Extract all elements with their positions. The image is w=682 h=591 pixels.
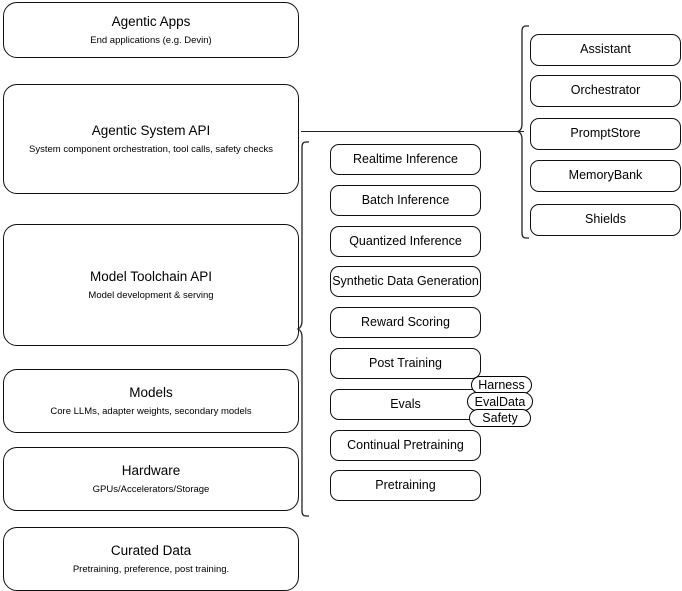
connector-agentic-system-api-to-components	[301, 131, 524, 132]
agentic-component-label: Assistant	[580, 42, 631, 57]
layer-title: Hardware	[121, 462, 181, 478]
toolchain-item-realtime-inference[interactable]: Realtime Inference	[330, 144, 481, 175]
toolchain-item-post-training[interactable]: Post Training	[330, 348, 481, 379]
toolchain-item-continual-pretraining[interactable]: Continual Pretraining	[330, 430, 481, 461]
layer-subtitle: System component orchestration, tool cal…	[29, 143, 273, 155]
toolchain-item-label: Pretraining	[375, 477, 436, 492]
agentic-component-label: Orchestrator	[570, 83, 641, 98]
agentic-component-promptstore[interactable]: PromptStore	[530, 118, 681, 150]
layer-title: Agentic System API	[91, 122, 211, 138]
toolchain-item-quantized-inference[interactable]: Quantized Inference	[330, 226, 481, 257]
agentic-component-memorybank[interactable]: MemoryBank	[530, 160, 681, 192]
toolchain-item-reward-scoring[interactable]: Reward Scoring	[330, 307, 481, 338]
layer-box-hardware[interactable]: Hardware GPUs/Accelerators/Storage	[3, 447, 299, 511]
evals-pill-label: EvalData	[474, 394, 526, 409]
layer-subtitle: Model development & serving	[88, 289, 214, 301]
layer-box-model-toolchain-api[interactable]: Model Toolchain API Model development & …	[3, 224, 299, 346]
agentic-component-label: MemoryBank	[568, 168, 643, 183]
toolchain-item-label: Reward Scoring	[361, 314, 450, 329]
agentic-component-label: PromptStore	[570, 126, 641, 141]
agentic-component-label: Shields	[585, 212, 626, 227]
toolchain-item-pretraining[interactable]: Pretraining	[330, 470, 481, 501]
evals-pill-label: Safety	[482, 411, 518, 425]
layer-subtitle: GPUs/Accelerators/Storage	[92, 483, 210, 495]
toolchain-item-label: Synthetic Data Generation	[332, 273, 479, 288]
layer-box-agentic-apps[interactable]: Agentic Apps End applications (e.g. Devi…	[3, 2, 299, 58]
layer-title: Model Toolchain API	[89, 268, 213, 284]
layer-title: Agentic Apps	[111, 13, 191, 29]
toolchain-item-label: Post Training	[369, 355, 442, 370]
toolchain-item-label: Evals	[390, 396, 421, 411]
layer-box-models[interactable]: Models Core LLMs, adapter weights, secon…	[3, 369, 299, 433]
agentic-component-assistant[interactable]: Assistant	[530, 34, 681, 66]
agentic-component-shields[interactable]: Shields	[530, 204, 681, 236]
toolchain-item-batch-inference[interactable]: Batch Inference	[330, 185, 481, 216]
toolchain-item-label: Continual Pretraining	[347, 437, 464, 452]
bracket-model-toolchain	[296, 141, 309, 517]
toolchain-item-evals[interactable]: Evals	[330, 389, 481, 420]
layer-box-curated-data[interactable]: Curated Data Pretraining, preference, po…	[3, 527, 299, 591]
toolchain-item-label: Realtime Inference	[353, 151, 458, 166]
layer-box-agentic-system-api[interactable]: Agentic System API System component orch…	[3, 84, 299, 194]
agentic-component-orchestrator[interactable]: Orchestrator	[530, 75, 681, 107]
layer-title: Curated Data	[110, 542, 192, 558]
layer-subtitle: Pretraining, preference, post training.	[72, 563, 230, 575]
bracket-agentic-components	[516, 25, 529, 239]
layer-title: Models	[129, 384, 173, 400]
toolchain-item-label: Quantized Inference	[349, 233, 462, 248]
layer-subtitle: End applications (e.g. Devin)	[90, 34, 212, 46]
toolchain-item-label: Batch Inference	[361, 192, 450, 207]
evals-pill-evaldata[interactable]: EvalData	[467, 392, 533, 411]
evals-pill-label: Harness	[478, 378, 525, 392]
layer-subtitle: Core LLMs, adapter weights, secondary mo…	[50, 405, 252, 417]
toolchain-item-synthetic-data-generation[interactable]: Synthetic Data Generation	[330, 266, 481, 297]
evals-pill-safety[interactable]: Safety	[469, 409, 531, 427]
